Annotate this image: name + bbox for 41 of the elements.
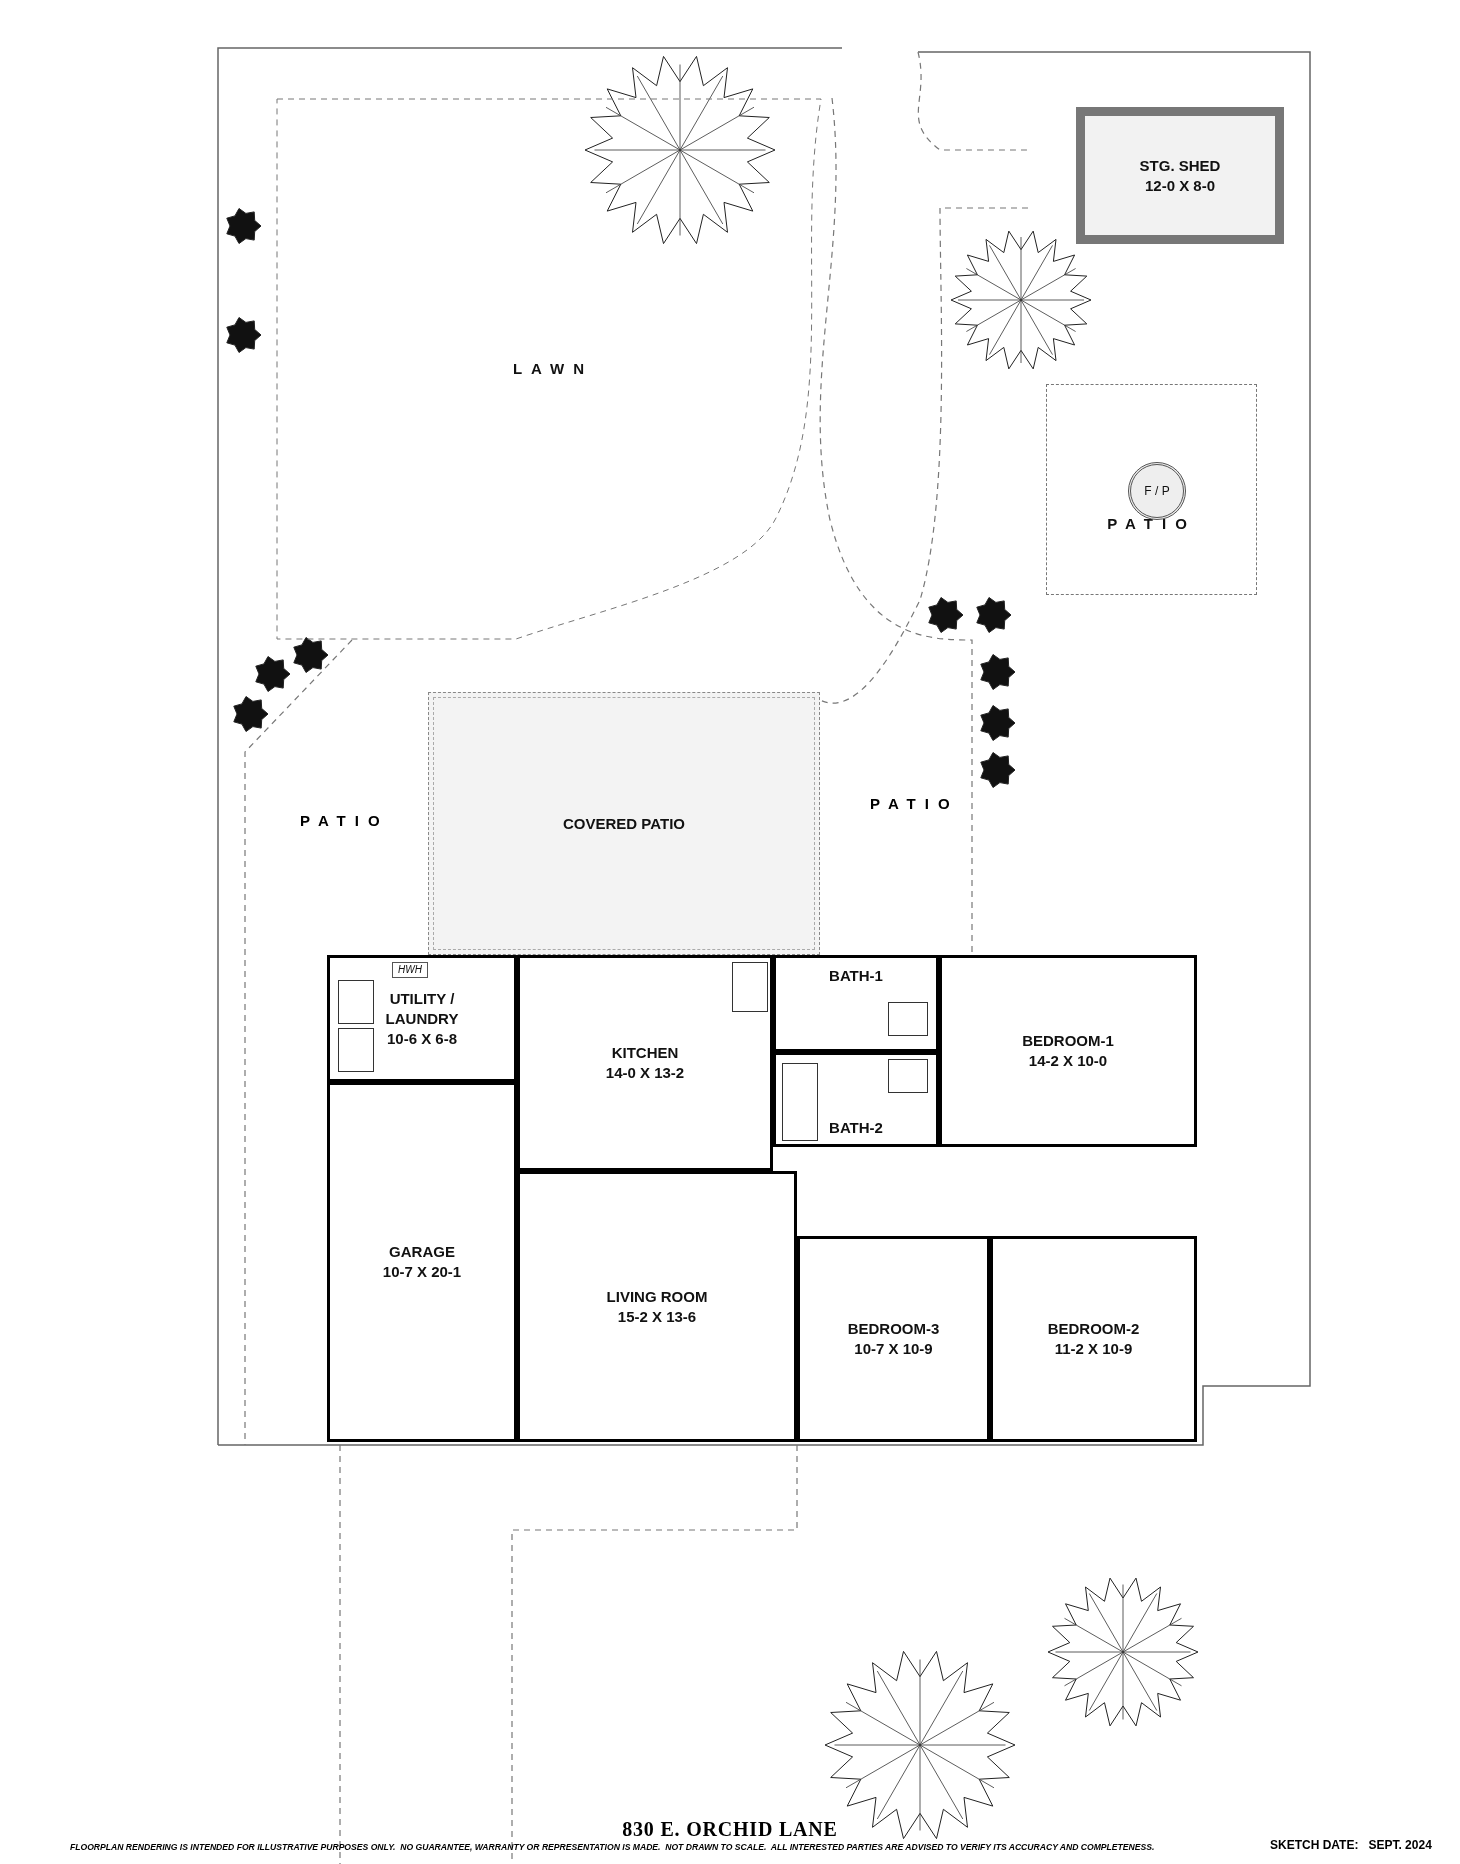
room (517, 955, 773, 1171)
room-dimensions: 11-2 X 10-9 (1054, 1339, 1133, 1359)
room (517, 1171, 797, 1442)
room-dimensions: 10-7 X 20-1 (382, 1262, 462, 1282)
room (939, 955, 1197, 1147)
room-name: BEDROOM-3 (847, 1319, 940, 1339)
room-name: UTILITY / LAUNDRY (384, 988, 460, 1029)
water-heater (392, 962, 428, 978)
patio-area (1046, 384, 1257, 595)
address-title: 830 E. ORCHID LANE (621, 1818, 839, 1841)
equipment-label: HWH (398, 965, 422, 975)
room (327, 1082, 517, 1442)
room (327, 955, 517, 1082)
room-name: BEDROOM-1 (1022, 1031, 1114, 1051)
sketch-date: SKETCH DATE: SEPT. 2024 (1270, 1838, 1432, 1852)
room-dimensions: 10-6 X 6-8 (386, 1028, 457, 1049)
room-dimensions: 14-2 X 10-0 (1028, 1051, 1108, 1071)
covered-patio (428, 692, 820, 955)
area-label: PATIO (1107, 514, 1196, 534)
disclaimer-text: FLOORPLAN RENDERING IS INTENDED FOR ILLUSTRATIVE PURPOSES ONLY. NO GUARANTEE, WARRANTY OR REPRESENTATION IS MADE. NOT DRAWN TO SCALE. ALL INTERESTED PARTIES ARE ADVISED TO VERIFY ITS ACCURACY AND COMPLETENESS. (70, 1842, 1155, 1852)
room (990, 1236, 1197, 1442)
room (773, 1052, 939, 1147)
room (797, 1236, 990, 1442)
storage-shed (1076, 107, 1284, 244)
room-name: STG. SHED (1139, 155, 1221, 176)
room-dimensions: 12-0 X 8-0 (1144, 175, 1215, 196)
room-name: LIVING ROOM (606, 1286, 708, 1307)
room-name: BEDROOM-2 (1047, 1319, 1140, 1339)
room-dimensions: 10-7 X 10-9 (854, 1339, 933, 1359)
room-name: GARAGE (389, 1242, 455, 1262)
room-dimensions: 14-0 X 13-2 (605, 1063, 685, 1083)
room-name: KITCHEN (611, 1043, 679, 1063)
area-label: PATIO (870, 795, 959, 812)
room-name: BATH-1 (829, 966, 883, 986)
area-label: PATIO (300, 812, 389, 829)
room-name: BATH-2 (829, 1118, 883, 1138)
area-label: COVERED PATIO (563, 813, 685, 834)
room-dimensions: 15-2 X 13-6 (617, 1306, 697, 1327)
fire-pit-label: F / P (1144, 485, 1170, 497)
area-label: LAWN (512, 359, 594, 379)
room (773, 955, 939, 1052)
